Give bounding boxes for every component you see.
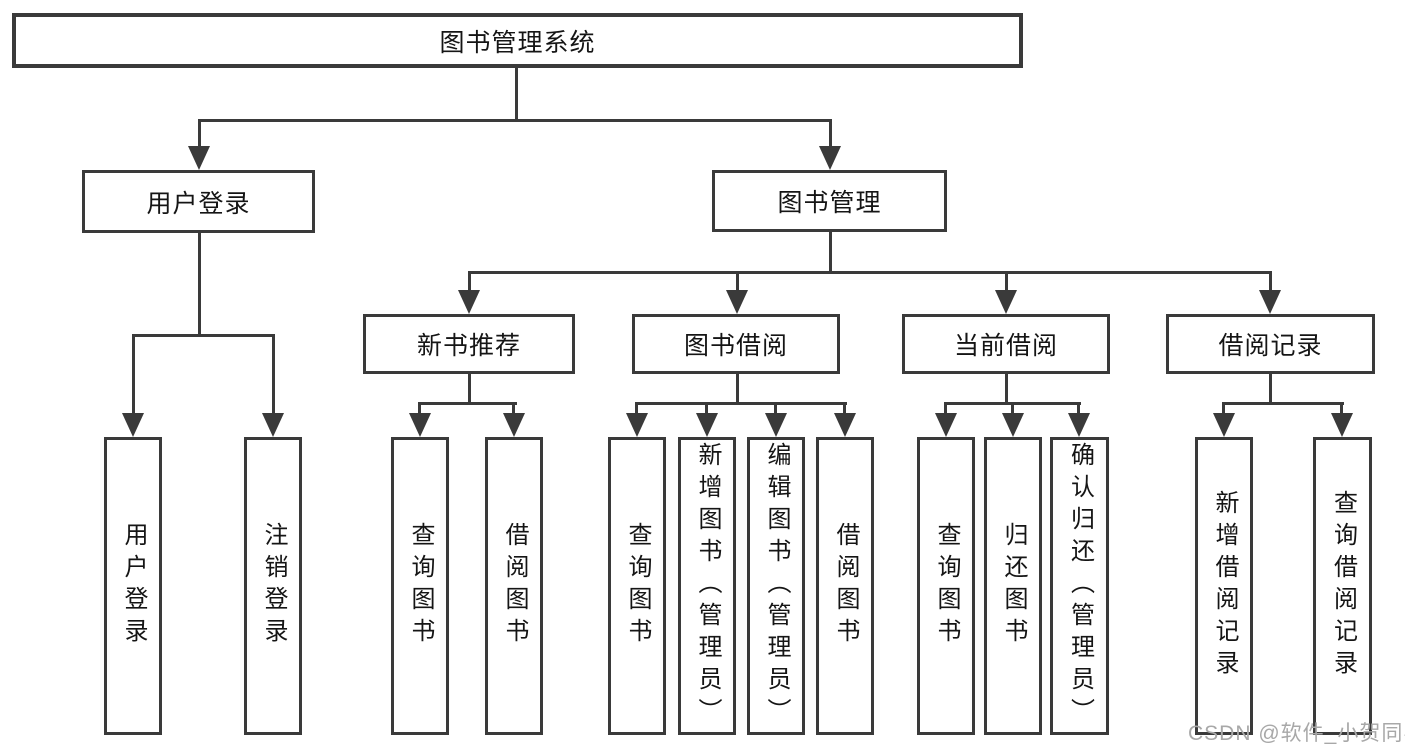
connector-root-stem — [515, 68, 518, 120]
leaf-borrowing-query: 查询图书 — [608, 437, 666, 735]
leaf-current-confirm-label: 确认归还（管理员） — [1066, 442, 1094, 730]
connector-stub — [705, 402, 708, 415]
connector-level2-rail — [198, 119, 832, 122]
arrow-down-icon — [1259, 290, 1281, 314]
leaf-borrowing-edit: 编辑图书（管理员） — [747, 437, 805, 735]
connector-stub — [1077, 402, 1080, 415]
node-book-mgmt: 图书管理 — [712, 170, 947, 232]
leaf-records-query-label: 查询借阅记录 — [1329, 490, 1357, 682]
arrow-down-icon — [1331, 413, 1353, 437]
connector-drop-user-login — [198, 119, 201, 148]
connector-drop-new-books — [468, 271, 471, 292]
leaf-current-query-label: 查询图书 — [933, 522, 960, 650]
connector-user-login-stem — [198, 233, 201, 336]
leaf-user-login-label: 用户登录 — [120, 522, 147, 650]
node-new-books: 新书推荐 — [363, 314, 575, 374]
connector-drop-logout — [272, 334, 275, 415]
csdn-watermark: CSDN @软件_小贺同学 — [1188, 722, 1405, 745]
arrow-down-icon — [995, 290, 1017, 314]
leaf-logout: 注销登录 — [244, 437, 302, 735]
arrow-down-icon — [262, 413, 284, 437]
connector-stub — [944, 402, 947, 415]
arrow-down-icon — [458, 290, 480, 314]
arrow-down-icon — [696, 413, 718, 437]
connector-records-stem — [1269, 374, 1272, 405]
arrow-down-icon — [626, 413, 648, 437]
arrow-down-icon — [188, 146, 210, 170]
connector-stub — [635, 402, 638, 415]
connector-stub — [1340, 402, 1343, 415]
leaf-current-return-label: 归还图书 — [1000, 522, 1027, 650]
connector-stub — [774, 402, 777, 415]
arrow-down-icon — [765, 413, 787, 437]
leaf-user-login: 用户登录 — [104, 437, 162, 735]
node-book-mgmt-label: 图书管理 — [777, 189, 882, 217]
node-root-label: 图书管理系统 — [439, 28, 596, 57]
connector-records-rail — [1222, 402, 1344, 405]
connector-drop-current — [1005, 271, 1008, 292]
connector-borrowing-stem — [736, 374, 739, 405]
arrow-down-icon — [1002, 413, 1024, 437]
leaf-newbooks-borrow-label: 借阅图书 — [501, 522, 528, 650]
connector-user-login-rail — [132, 334, 275, 337]
connector-drop-login — [132, 334, 135, 415]
leaf-borrowing-add-label: 新增图书（管理员） — [694, 442, 721, 730]
leaf-current-return: 归还图书 — [984, 437, 1042, 735]
connector-stub — [418, 402, 421, 415]
leaf-newbooks-query-label: 查询图书 — [407, 522, 434, 650]
node-user-login-label: 用户登录 — [146, 189, 251, 218]
node-current-borrow-label: 当前借阅 — [953, 332, 1058, 360]
connector-stub — [843, 402, 846, 415]
arrow-down-icon — [726, 290, 748, 314]
connector-stub — [1222, 402, 1225, 415]
connector-drop-book-mgmt — [829, 119, 832, 148]
arrow-down-icon — [819, 146, 841, 170]
leaf-newbooks-query: 查询图书 — [391, 437, 449, 735]
leaf-records-add: 新增借阅记录 — [1195, 437, 1253, 735]
arrow-down-icon — [503, 413, 525, 437]
leaf-newbooks-borrow: 借阅图书 — [485, 437, 543, 735]
arrow-down-icon — [834, 413, 856, 437]
connector-drop-records — [1269, 271, 1272, 292]
leaf-logout-label: 注销登录 — [260, 522, 287, 650]
node-root: 图书管理系统 — [12, 13, 1023, 68]
node-borrow-records: 借阅记录 — [1166, 314, 1375, 374]
leaf-borrowing-add: 新增图书（管理员） — [678, 437, 736, 735]
arrow-down-icon — [1213, 413, 1235, 437]
leaf-borrowing-edit-label: 编辑图书（管理员） — [763, 442, 790, 730]
node-current-borrow: 当前借阅 — [902, 314, 1110, 374]
arrow-down-icon — [409, 413, 431, 437]
leaf-records-query: 查询借阅记录 — [1313, 437, 1372, 735]
node-user-login: 用户登录 — [82, 170, 315, 233]
connector-current-stem — [1005, 374, 1008, 405]
node-borrow-records-label: 借阅记录 — [1218, 332, 1323, 360]
leaf-current-confirm: 确认归还（管理员） — [1050, 437, 1109, 735]
connector-level3-rail — [468, 271, 1272, 274]
connector-stub — [512, 402, 515, 415]
leaf-borrowing-query-label: 查询图书 — [624, 522, 651, 650]
leaf-records-add-label: 新增借阅记录 — [1211, 490, 1238, 682]
node-borrowing-label: 图书借阅 — [683, 332, 788, 360]
connector-new-books-rail — [418, 402, 517, 405]
connector-new-books-stem — [468, 374, 471, 405]
node-new-books-label: 新书推荐 — [416, 332, 521, 360]
connector-drop-borrowing — [736, 271, 739, 292]
connector-borrowing-rail — [635, 402, 847, 405]
leaf-borrowing-borrow-label: 借阅图书 — [832, 522, 859, 650]
arrow-down-icon — [1068, 413, 1090, 437]
connector-book-mgmt-stem — [829, 232, 832, 274]
leaf-borrowing-borrow: 借阅图书 — [816, 437, 874, 735]
leaf-current-query: 查询图书 — [917, 437, 975, 735]
node-borrowing: 图书借阅 — [632, 314, 840, 374]
connector-stub — [1011, 402, 1014, 415]
arrow-down-icon — [122, 413, 144, 437]
arrow-down-icon — [935, 413, 957, 437]
